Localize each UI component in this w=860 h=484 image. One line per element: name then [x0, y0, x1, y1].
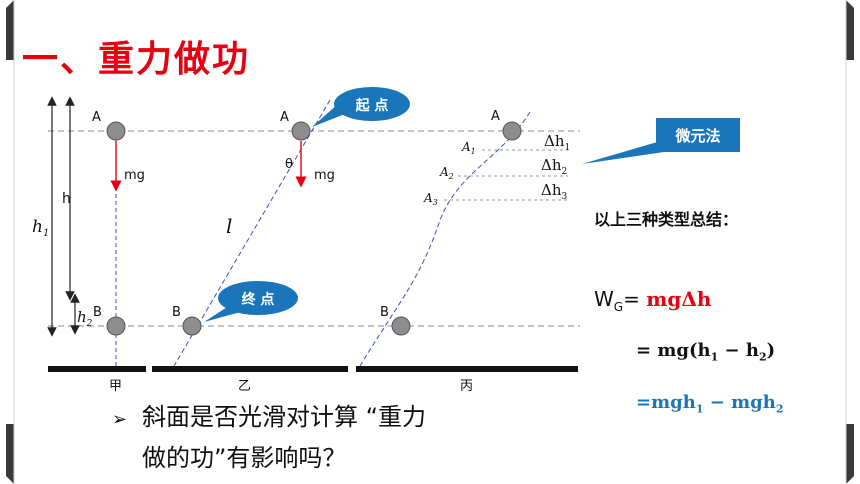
svg-text:Δh2: Δh2	[541, 156, 567, 177]
svg-text:mg: mg	[124, 168, 145, 183]
ball-A	[291, 121, 311, 141]
svg-text:A: A	[491, 109, 500, 124]
svg-text:mg: mg	[314, 168, 335, 183]
svg-text:Δh1: Δh1	[544, 132, 570, 153]
svg-text:甲: 甲	[109, 379, 122, 394]
ball-B	[106, 316, 126, 336]
ball-A	[106, 121, 126, 141]
h-label: h	[62, 191, 71, 207]
callout-micro: 微元法	[582, 118, 740, 164]
formula-line-2: = mg(h1 − h2)	[636, 340, 776, 364]
case-bing: A B A1 A2 A3 Δh1 Δh2 Δh3	[359, 109, 570, 367]
dimension-arrows	[47, 96, 80, 337]
formula-line-3: =mgh1 − mgh2	[636, 392, 784, 416]
svg-text:l: l	[226, 214, 232, 238]
svg-text:乙: 乙	[238, 379, 251, 394]
question-text: ➢斜面是否光滑对计算 “重力 做的功”有影响吗？	[112, 403, 427, 472]
case-labels: 甲 乙 丙	[109, 379, 473, 394]
work-formula: WG= mgΔh	[594, 287, 712, 314]
svg-text:A1: A1	[461, 140, 476, 156]
svg-text:A: A	[92, 110, 101, 125]
ball-B	[391, 316, 411, 336]
svg-text:B: B	[172, 305, 181, 320]
ball-B	[182, 316, 202, 336]
svg-text:微元法: 微元法	[674, 127, 720, 145]
page-title: 一、重力做功	[22, 39, 251, 80]
svg-text:起 点: 起 点	[355, 97, 389, 114]
case-jia: A mg B	[92, 110, 145, 366]
svg-text:θ: θ	[285, 157, 293, 172]
ground	[48, 366, 578, 372]
svg-text:终 点: 终 点	[242, 291, 275, 308]
h1-label: h1	[32, 217, 49, 239]
svg-text:A2: A2	[439, 165, 454, 181]
svg-text:A3: A3	[423, 191, 438, 207]
callout-end: 终 点	[204, 281, 298, 322]
svg-text:B: B	[93, 305, 102, 320]
ball-A	[502, 121, 522, 141]
level-lines	[48, 130, 580, 327]
svg-text:B: B	[380, 305, 389, 320]
svg-text:A: A	[280, 110, 289, 125]
svg-text:Δh3: Δh3	[541, 181, 568, 202]
summary-heading: 以上三种类型总结：	[594, 210, 739, 229]
h2-label: h2	[77, 308, 93, 329]
callout-start: 起 点	[312, 87, 410, 127]
arrow-bullet-icon: ➢	[112, 409, 128, 430]
work-formula-value: mgΔh	[646, 287, 712, 311]
case-yi: A θ mg l B	[172, 99, 335, 367]
svg-text:丙: 丙	[460, 379, 473, 394]
